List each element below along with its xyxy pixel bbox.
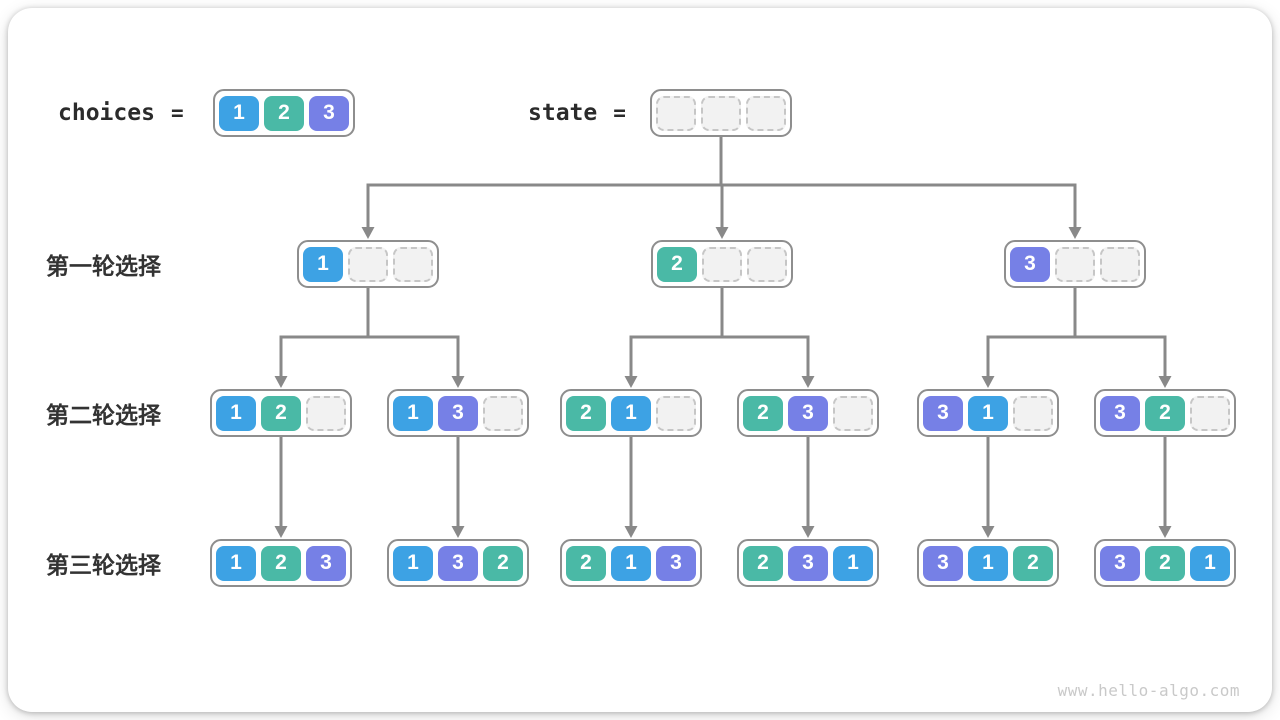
value-cell: 2: [261, 395, 301, 431]
value-cell: 2: [566, 395, 606, 431]
empty-cell: [656, 95, 696, 131]
value-cell: 2: [264, 95, 304, 131]
value-cell: 2: [1145, 545, 1185, 581]
empty-cell: [348, 246, 388, 282]
value-cell: 1: [1190, 545, 1230, 581]
value-cell: 2: [1013, 545, 1053, 581]
empty-cell: [656, 395, 696, 431]
node-round1-3: 3: [1004, 240, 1146, 288]
value-cell: 2: [566, 545, 606, 581]
value-cell: 3: [788, 545, 828, 581]
empty-cell: [306, 395, 346, 431]
state-header: state =: [528, 89, 626, 137]
node-round1-2: 2: [651, 240, 793, 288]
value-cell: 3: [656, 545, 696, 581]
empty-cell: [702, 246, 742, 282]
value-cell: 2: [261, 545, 301, 581]
empty-cell: [746, 95, 786, 131]
state-label: state: [528, 100, 598, 126]
value-cell: 3: [438, 395, 478, 431]
value-cell: 1: [216, 545, 256, 581]
value-cell: 1: [968, 395, 1008, 431]
row-label-round-2: 第二轮选择: [46, 403, 161, 429]
value-cell: 3: [1010, 246, 1050, 282]
value-cell: 1: [303, 246, 343, 282]
watermark: www.hello-algo.com: [1057, 681, 1240, 700]
node-round1-1: 1: [297, 240, 439, 288]
empty-cell: [833, 395, 873, 431]
empty-cell: [747, 246, 787, 282]
empty-cell: [1013, 395, 1053, 431]
value-cell: 1: [216, 395, 256, 431]
empty-cell: [1055, 246, 1095, 282]
row-label-round-3: 第三轮选择: [46, 553, 161, 579]
value-cell: 2: [483, 545, 523, 581]
value-cell: 2: [657, 246, 697, 282]
value-cell: 3: [309, 95, 349, 131]
value-cell: 1: [393, 545, 433, 581]
empty-cell: [393, 246, 433, 282]
value-cell: 1: [219, 95, 259, 131]
empty-cell: [1190, 395, 1230, 431]
value-cell: 1: [611, 545, 651, 581]
value-cell: 1: [393, 395, 433, 431]
value-cell: 3: [923, 395, 963, 431]
value-cell: 3: [438, 545, 478, 581]
choices-label: choices: [58, 100, 155, 126]
empty-cell: [701, 95, 741, 131]
value-cell: 2: [1145, 395, 1185, 431]
value-cell: 3: [923, 545, 963, 581]
value-cell: 3: [1100, 545, 1140, 581]
value-cell: 3: [788, 395, 828, 431]
row-label-round-1: 第一轮选择: [46, 254, 161, 280]
state-equals-sign: =: [613, 101, 626, 125]
value-cell: 1: [611, 395, 651, 431]
empty-cell: [483, 395, 523, 431]
value-cell: 2: [743, 545, 783, 581]
value-cell: 1: [833, 545, 873, 581]
state-array: [650, 89, 792, 137]
empty-cell: [1100, 246, 1140, 282]
value-cell: 3: [306, 545, 346, 581]
value-cell: 2: [743, 395, 783, 431]
choices-header: choices =: [58, 89, 184, 137]
value-cell: 3: [1100, 395, 1140, 431]
choices-equals-sign: =: [170, 101, 184, 125]
value-cell: 1: [968, 545, 1008, 581]
